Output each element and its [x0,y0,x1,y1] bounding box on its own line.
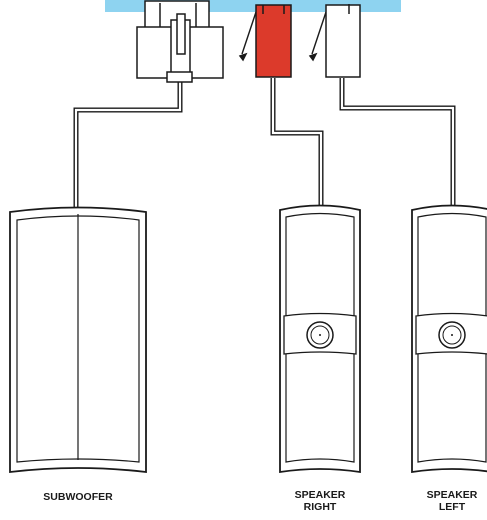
subwoofer-connector [136,0,224,83]
speaker-right [279,204,361,474]
subwoofer-cable [73,82,183,212]
speaker-right-connector [238,4,292,78]
speaker-left-label-line1: SPEAKER [427,489,478,501]
speaker-right-label-line2: RIGHT [304,501,337,513]
speaker-right-label-line1: SPEAKER [295,489,346,501]
speaker-left [411,204,487,474]
speaker-left-cable [339,78,456,210]
subwoofer-label: SUBWOOFER [43,491,113,503]
cables [73,78,456,212]
speaker-left-label-line2: LEFT [439,501,466,513]
speaker-left-connector [308,4,361,78]
subwoofer [9,206,147,474]
speaker-right-cable [270,78,324,210]
